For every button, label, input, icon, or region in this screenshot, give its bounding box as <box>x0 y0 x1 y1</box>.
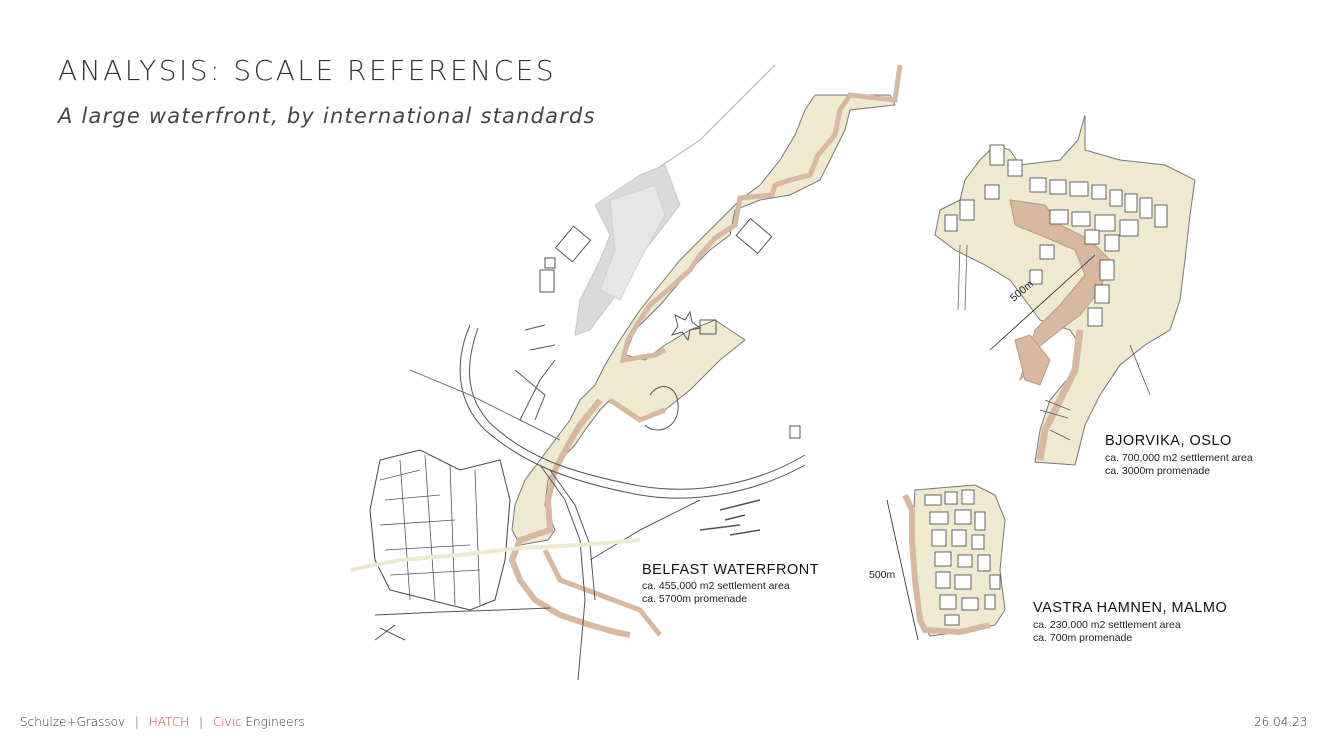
firm-civic: Civic <box>212 715 242 729</box>
firm-plus: + <box>66 715 77 729</box>
malmo-map <box>886 484 1006 641</box>
malmo-settlement: ca. 230,000 m2 settlement area <box>1033 619 1181 631</box>
oslo-promenade: ca. 3000m promenade <box>1105 465 1211 477</box>
oslo-settlement: ca. 700,000 m2 settlement area <box>1105 452 1253 464</box>
footer-separator: | <box>134 715 139 729</box>
firm-grassov: Grassov <box>76 715 126 729</box>
oslo-map <box>934 114 1196 466</box>
malmo-promenade: ca. 700m promenade <box>1033 632 1133 644</box>
malmo-title: VASTRA HAMNEN, MALMO <box>1033 600 1228 616</box>
belfast-promenade: ca. 5700m promenade <box>642 593 748 605</box>
malmo-scale-label: 500m <box>869 569 896 581</box>
belfast-settlement: ca. 455,000 m2 settlement area <box>642 580 790 592</box>
footer-credits: Schulze+Grassov | HATCH | Civic Engineer… <box>20 715 305 729</box>
firm-schulze: Schulze <box>20 715 67 729</box>
oslo-title: BJORVIKA, OSLO <box>1105 433 1232 449</box>
page-subtitle: A large waterfront, by international sta… <box>58 104 596 128</box>
firm-engineers: Engineers <box>241 715 305 729</box>
scale-reference-maps <box>349 64 1196 681</box>
belfast-map <box>349 64 903 681</box>
footer-date: 26.04.23 <box>1254 715 1308 729</box>
page-title: ANALYSIS: SCALE REFERENCES <box>58 54 557 87</box>
firm-hatch: HATCH <box>148 715 190 729</box>
footer-separator: | <box>198 715 203 729</box>
belfast-title: BELFAST WATERFRONT <box>642 562 820 578</box>
